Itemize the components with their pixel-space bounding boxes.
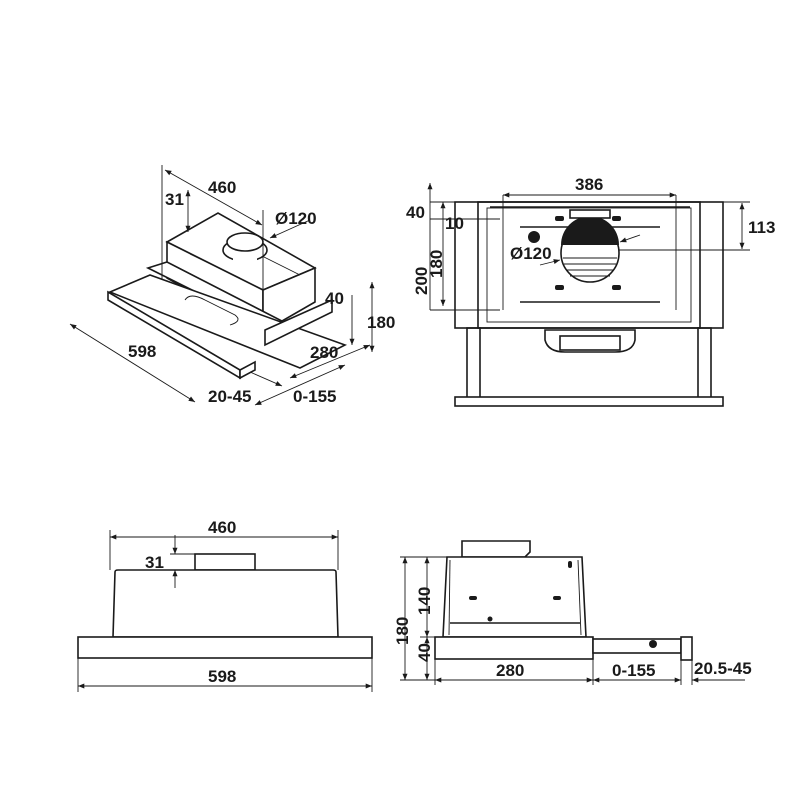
front-view-top: 386 40 10 180 200 Ø120 113 (406, 175, 775, 407)
duct-collar (222, 232, 268, 262)
side-label-0-155: 0-155 (612, 661, 655, 680)
front-view-bottom: 460 31 598 (77, 518, 373, 692)
iso-label-31: 31 (165, 190, 184, 209)
front-label-113: 113 (748, 218, 775, 237)
bottom-label-31: 31 (145, 553, 164, 572)
iso-label-180: 180 (367, 313, 395, 332)
iso-label-598: 598 (128, 342, 156, 361)
side-label-140: 140 (415, 587, 434, 615)
iso-label-20-45: 20-45 (208, 387, 251, 406)
side-view: 180 140 40 280 0-155 20.5-45 (393, 540, 752, 685)
front-label-duct-diameter: Ø120 (510, 244, 552, 263)
side-label-180: 180 (393, 617, 412, 645)
front-label-40: 40 (406, 203, 425, 222)
front-label-200: 200 (412, 267, 431, 295)
isometric-view: 460 31 Ø120 598 180 40 280 20-45 0-155 (69, 165, 395, 406)
dimension-lines (427, 182, 750, 311)
front-label-10: 10 (445, 214, 464, 233)
iso-label-40: 40 (325, 289, 344, 308)
bottom-label-598: 598 (208, 667, 236, 686)
bottom-label-460: 460 (208, 518, 236, 537)
iso-label-280: 280 (310, 343, 338, 362)
iso-label-0-155: 0-155 (293, 387, 336, 406)
iso-label-460: 460 (208, 178, 236, 197)
front-label-180: 180 (427, 250, 446, 278)
front-label-386: 386 (575, 175, 603, 194)
iso-label-duct-diameter: Ø120 (275, 209, 317, 228)
dimension-lines (69, 165, 375, 406)
side-label-20-5-45: 20.5-45 (694, 659, 752, 678)
side-label-280: 280 (496, 661, 524, 680)
drawer-extension (107, 261, 348, 380)
side-label-40: 40 (415, 643, 434, 662)
